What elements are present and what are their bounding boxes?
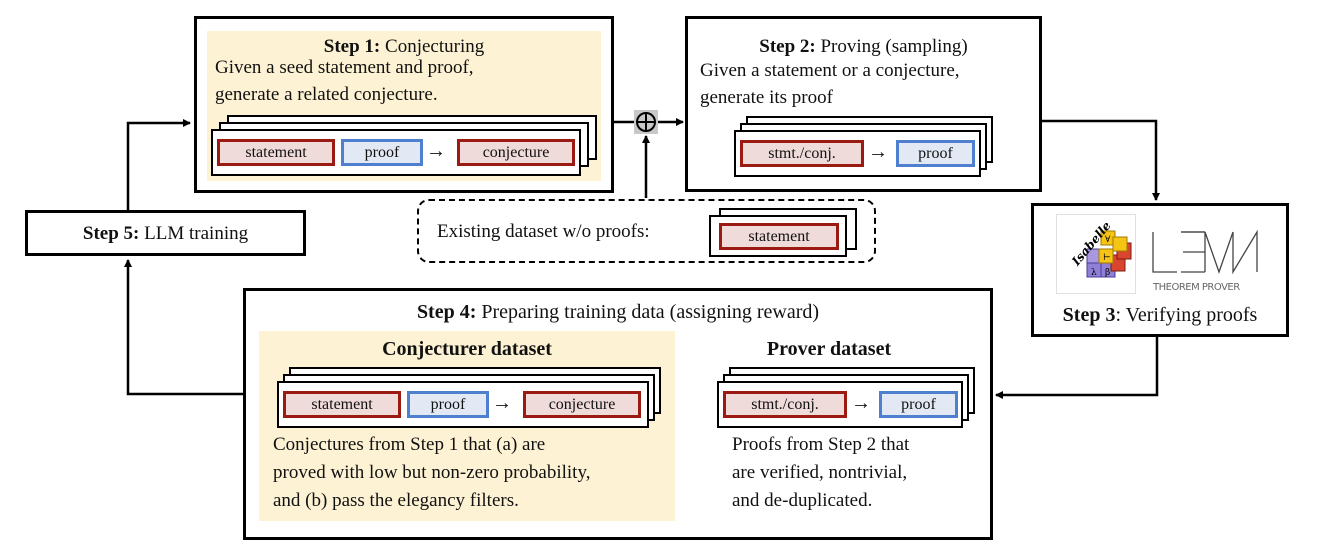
stmt-conj-pill: stmt./conj. [723, 391, 847, 418]
conjecturer-dataset-title: Conjecturer dataset [382, 338, 552, 360]
proof-pill: proof [879, 391, 958, 418]
conjecturer-sample-stack: statement proof → conjecture [277, 367, 667, 429]
lean-wordmark-icon: THEOREM PROVER [1152, 229, 1258, 293]
lean-logo: THEOREM PROVER [1149, 224, 1264, 294]
isabelle-logo: λ β ∀ ⊢ Isabelle [1056, 214, 1136, 294]
existing-dataset-stack: statement [709, 208, 859, 258]
step1-sample-stack: statement proof → conjecture [211, 115, 597, 177]
prover-dataset-panel: Prover dataset stmt./conj. → proof Proof… [696, 331, 986, 521]
conjecture-pill: conjecture [523, 391, 641, 418]
arrow-step4-to-step5 [124, 259, 243, 396]
circle-plus-icon [636, 112, 656, 132]
arrow-step5-to-step1 [126, 119, 191, 210]
prover-sample-stack: stmt./conj. → proof [717, 367, 977, 429]
prover-dataset-title: Prover dataset [766, 338, 892, 360]
arrow-step3-to-step4 [995, 336, 1159, 399]
conjecture-pill: conjecture [457, 139, 575, 166]
arrow-icon: → [868, 141, 888, 163]
statement-pill: statement [217, 139, 335, 166]
conjecturer-desc-line2: proved with low but non-zero probability… [273, 462, 591, 483]
step1-title: Step 1: Conjecturing [323, 36, 485, 57]
step2-title: Step 2: Proving (sampling) [759, 36, 968, 57]
prover-desc-line3: and de-duplicated. [732, 490, 873, 511]
step4-box: Step 4: Preparing training data (assigni… [243, 288, 993, 540]
svg-text:β: β [1105, 268, 1110, 278]
svg-text:THEOREM PROVER: THEOREM PROVER [1152, 282, 1240, 293]
svg-text:∀: ∀ [1105, 235, 1111, 245]
svg-text:⊢: ⊢ [1103, 253, 1111, 263]
step2-desc-line1: Given a statement or a conjecture, [700, 60, 960, 81]
step1-desc-line1: Given a seed statement and proof, [215, 57, 474, 78]
stmt-conj-pill: stmt./conj. [740, 140, 864, 167]
step4-title: Step 4: Preparing training data (assigni… [416, 301, 820, 323]
prover-desc-line2: are verified, nontrivial, [732, 462, 908, 483]
proof-pill: proof [407, 391, 489, 418]
step1-box: Step 1: Conjecturing Given a seed statem… [194, 16, 614, 193]
step2-desc-line2: generate its proof [700, 87, 833, 108]
step2-sample-stack: stmt./conj. → proof [734, 116, 994, 178]
arrow-step2-to-step3 [1041, 119, 1160, 201]
step2-box: Step 2: Proving (sampling) Given a state… [685, 16, 1042, 192]
isabelle-cubes-icon: λ β ∀ ⊢ Isabelle [1068, 218, 1132, 278]
step3-box: λ β ∀ ⊢ Isabelle THEOREM PROVER Step 3: … [1031, 203, 1289, 337]
step5-box: Step 5: LLM training [25, 210, 306, 256]
step3-title: Step 3: Verifying proofs [1062, 304, 1258, 326]
step5-title: Step 5: LLM training [82, 223, 249, 244]
conjecturer-dataset-panel: Conjecturer dataset statement proof → co… [259, 331, 675, 521]
existing-dataset-box: Existing dataset w/o proofs: statement [417, 199, 876, 263]
conjecturer-desc-line1: Conjectures from Step 1 that (a) are [273, 434, 546, 455]
proof-pill: proof [896, 140, 975, 167]
svg-text:λ: λ [1091, 268, 1097, 278]
statement-pill: statement [719, 223, 839, 250]
step1-desc-line2: generate a related conjecture. [215, 84, 438, 105]
conjecturer-desc-line3: and (b) pass the elegancy filters. [273, 490, 519, 511]
prover-desc-line1: Proofs from Step 2 that [732, 434, 910, 455]
step1-highlight: Step 1: Conjecturing Given a seed statem… [207, 31, 601, 181]
proof-pill: proof [341, 139, 423, 166]
statement-pill: statement [283, 391, 401, 418]
combine-node [634, 110, 658, 134]
arrow-icon: → [492, 392, 512, 414]
arrow-icon: → [426, 140, 446, 162]
arrow-icon: → [851, 392, 871, 414]
existing-dataset-label: Existing dataset w/o proofs: [437, 221, 650, 242]
